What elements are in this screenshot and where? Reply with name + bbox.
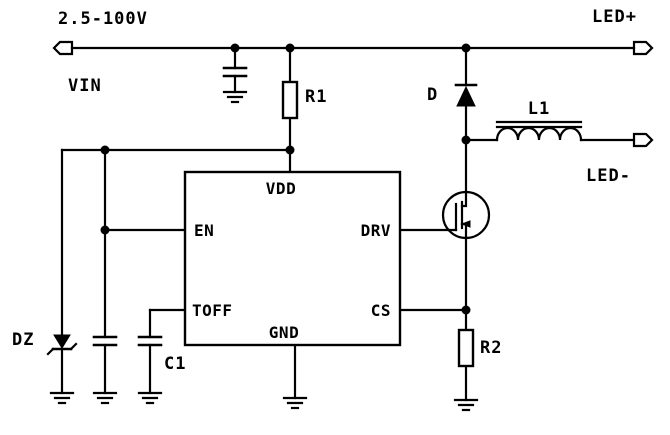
zener-dz [46, 334, 78, 356]
zener-label: DZ [12, 330, 34, 350]
ground-input-cap [222, 90, 248, 104]
ic-pin-drv-label: DRV [361, 221, 391, 240]
inductor-label: L1 [528, 99, 550, 119]
vin-terminal-label: VIN [68, 76, 102, 96]
resistor-r1 [281, 80, 299, 120]
ground-en-cap [92, 391, 118, 405]
supply-voltage-label: 2.5-100V [58, 9, 148, 29]
mosfet [441, 190, 491, 240]
led-plus-terminal [632, 40, 654, 56]
ic-pin-cs-label: CS [371, 301, 391, 320]
wires [60, 46, 636, 402]
ground-dz [49, 391, 75, 405]
en-capacitor [92, 335, 118, 347]
led-minus-terminal-label: LED- [586, 166, 631, 186]
ic-pin-en-label: EN [194, 221, 214, 240]
ic-pin-vdd-label: VDD [266, 179, 296, 198]
input-capacitor [222, 66, 248, 78]
resistor-r2 [457, 328, 475, 368]
vin-terminal [52, 40, 74, 56]
diode-d [454, 83, 478, 107]
capacitor-c1 [137, 335, 163, 347]
r1-label: R1 [305, 87, 327, 107]
c1-label: C1 [164, 354, 186, 374]
ground-r2 [453, 398, 479, 412]
ic-pin-gnd-label: GND [269, 323, 299, 342]
inductor-l1 [495, 120, 583, 142]
diode-label: D [427, 85, 438, 105]
ground-c1 [137, 391, 163, 405]
ic-body [183, 170, 402, 347]
led-minus-terminal [632, 132, 654, 148]
r2-label: R2 [480, 338, 502, 358]
ic-pin-toff-label: TOFF [192, 301, 233, 320]
ground-ic [282, 396, 308, 410]
led-plus-terminal-label: LED+ [592, 7, 637, 27]
junction-dots [100, 43, 471, 315]
